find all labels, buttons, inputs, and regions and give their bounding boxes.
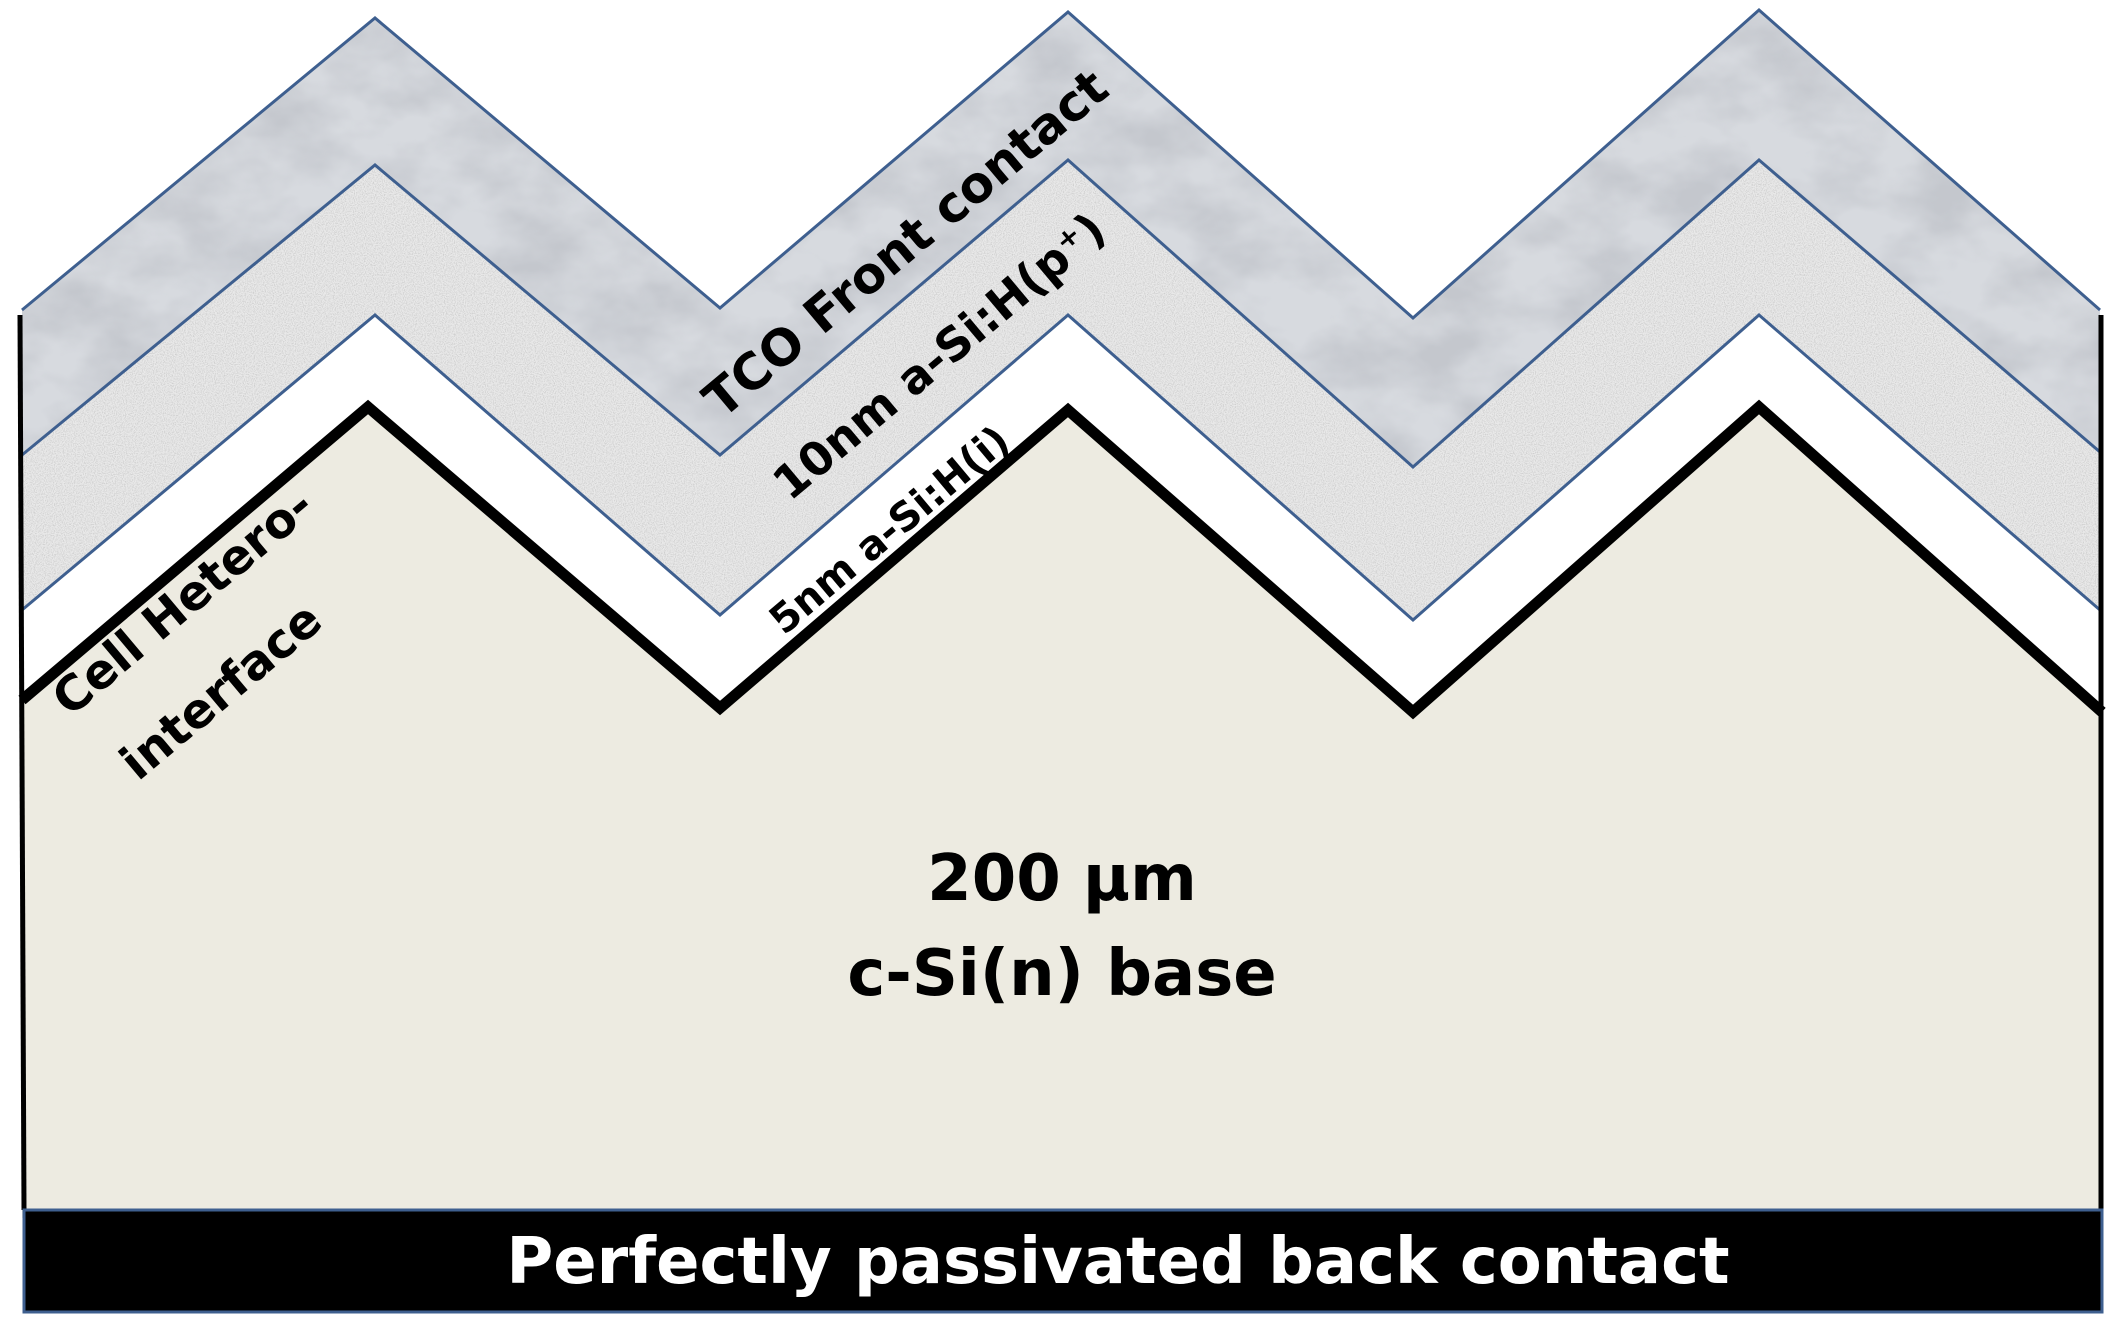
- i-layer: [22, 315, 2100, 712]
- heterointerface-line: [18, 399, 2106, 720]
- left-border: [17, 314, 27, 1211]
- back-contact-bar: [22, 1208, 2104, 1314]
- base-layer: [22, 407, 2102, 1218]
- back-contact-label: Perfectly passivated back contact: [506, 1225, 1729, 1299]
- base-thickness-label: 200 μm: [927, 842, 1197, 916]
- base-material-label: c-Si(n) base: [847, 937, 1276, 1011]
